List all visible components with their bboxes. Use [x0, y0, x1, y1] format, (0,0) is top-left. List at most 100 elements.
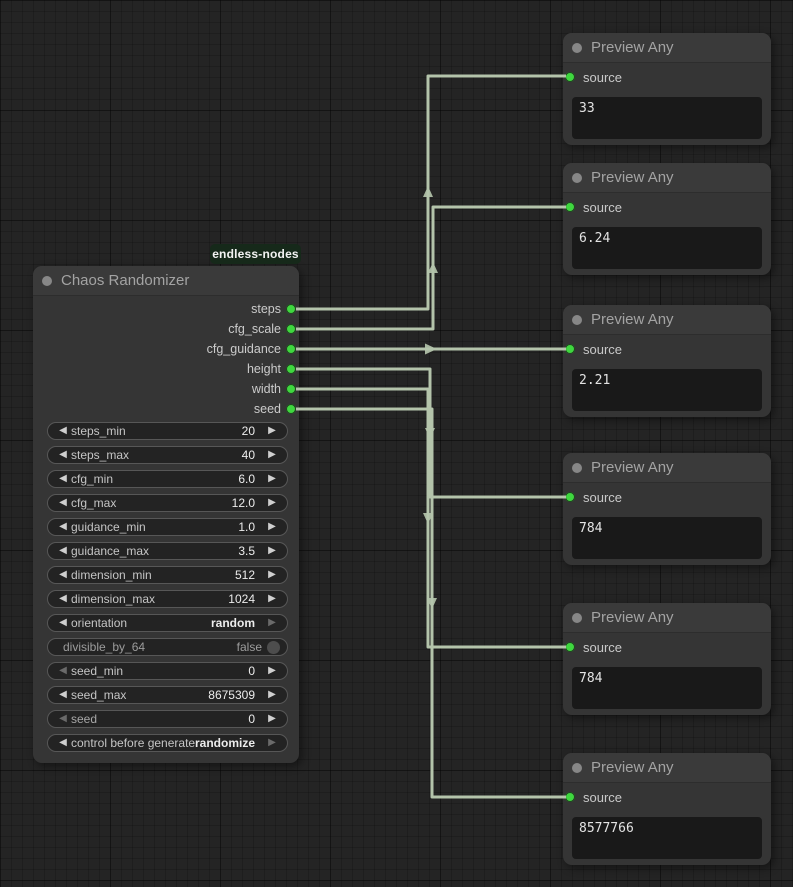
node-title-bar[interactable]: Preview Any [563, 163, 771, 193]
widget-control-before-generate[interactable]: ◀ control before generate randomize ▶ [47, 734, 288, 752]
widget-orientation[interactable]: ◀ orientation random ▶ [47, 614, 288, 632]
increment-arrow-icon[interactable]: ▶ [268, 545, 276, 556]
next-option-arrow-icon[interactable]: ▶ [268, 737, 276, 748]
preview-value-box[interactable]: 784 [572, 517, 762, 559]
increment-arrow-icon[interactable]: ▶ [268, 449, 276, 460]
increment-arrow-icon[interactable]: ▶ [268, 713, 276, 724]
input-port-icon[interactable] [565, 492, 575, 502]
decrement-arrow-icon[interactable]: ◀ [59, 545, 67, 556]
collapse-dot-icon[interactable] [572, 314, 582, 325]
collapse-dot-icon[interactable] [572, 462, 582, 473]
input-port-icon[interactable] [565, 642, 575, 652]
widget-seed-max[interactable]: ◀ seed_max 8675309 ▶ [47, 686, 288, 704]
increment-arrow-icon[interactable]: ▶ [268, 593, 276, 604]
node-title: Preview Any [591, 759, 674, 776]
increment-arrow-icon[interactable]: ▶ [268, 473, 276, 484]
node-title-bar[interactable]: Preview Any [563, 753, 771, 783]
output-port-icon[interactable] [286, 344, 296, 354]
input-port-icon[interactable] [565, 202, 575, 212]
widget-label: control before generate [71, 736, 195, 750]
node-title-bar[interactable]: Chaos Randomizer [33, 266, 299, 296]
node-title-bar[interactable]: Preview Any [563, 305, 771, 335]
widget-label: seed_max [71, 688, 127, 702]
input-label: source [583, 489, 623, 505]
decrement-arrow-icon[interactable]: ◀ [59, 521, 67, 532]
widget-seed[interactable]: ◀ seed 0 ▶ [47, 710, 288, 728]
toggle-knob-icon[interactable] [267, 640, 280, 654]
widget-steps-min[interactable]: ◀ steps_min 20 ▶ [47, 422, 288, 440]
input-slot-source: source [563, 789, 771, 805]
decrement-arrow-icon[interactable]: ◀ [59, 665, 67, 676]
input-slot-source: source [563, 199, 771, 215]
node-title-bar[interactable]: Preview Any [563, 33, 771, 63]
collapse-dot-icon[interactable] [572, 172, 582, 183]
widget-guidance-min[interactable]: ◀ guidance_min 1.0 ▶ [47, 518, 288, 536]
increment-arrow-icon[interactable]: ▶ [268, 521, 276, 532]
widget-label: cfg_min [71, 472, 114, 486]
output-slot-steps: steps [33, 299, 299, 319]
decrement-arrow-icon[interactable]: ◀ [59, 473, 67, 484]
widget-dimension-min[interactable]: ◀ dimension_min 512 ▶ [47, 566, 288, 584]
widget-cfg-max[interactable]: ◀ cfg_max 12.0 ▶ [47, 494, 288, 512]
decrement-arrow-icon[interactable]: ◀ [59, 713, 67, 724]
output-port-icon[interactable] [286, 304, 296, 314]
increment-arrow-icon[interactable]: ▶ [268, 425, 276, 436]
input-port-icon[interactable] [565, 344, 575, 354]
decrement-arrow-icon[interactable]: ◀ [59, 497, 67, 508]
output-port-icon[interactable] [286, 364, 296, 374]
preview-value-box[interactable]: 6.24 [572, 227, 762, 269]
output-port-icon[interactable] [286, 384, 296, 394]
widget-label: guidance_min [71, 520, 146, 534]
collapse-dot-icon[interactable] [572, 762, 582, 773]
chaos-randomizer-node[interactable]: Chaos Randomizer steps cfg_scale cfg_gui… [33, 266, 299, 763]
widget-divisible-by-64[interactable]: divisible_by_64 false [47, 638, 288, 656]
output-label: width [251, 382, 281, 396]
decrement-arrow-icon[interactable]: ◀ [59, 449, 67, 460]
input-port-icon[interactable] [565, 72, 575, 82]
node-title: Chaos Randomizer [61, 272, 190, 289]
decrement-arrow-icon[interactable]: ◀ [59, 425, 67, 436]
decrement-arrow-icon[interactable]: ◀ [59, 689, 67, 700]
preview-any-node-3[interactable]: Preview Any source 2.21 [563, 305, 771, 417]
increment-arrow-icon[interactable]: ▶ [268, 497, 276, 508]
decrement-arrow-icon[interactable]: ◀ [59, 569, 67, 580]
node-title-bar[interactable]: Preview Any [563, 453, 771, 483]
node-title: Preview Any [591, 609, 674, 626]
preview-value-box[interactable]: 784 [572, 667, 762, 709]
preview-any-node-4[interactable]: Preview Any source 784 [563, 453, 771, 565]
increment-arrow-icon[interactable]: ▶ [268, 569, 276, 580]
widget-dimension-max[interactable]: ◀ dimension_max 1024 ▶ [47, 590, 288, 608]
prev-option-arrow-icon[interactable]: ◀ [59, 737, 67, 748]
input-port-icon[interactable] [565, 792, 575, 802]
wire-seed-to-preview-6 [296, 407, 566, 799]
decrement-arrow-icon[interactable]: ◀ [59, 593, 67, 604]
increment-arrow-icon[interactable]: ▶ [268, 689, 276, 700]
output-slot-cfg-guidance: cfg_guidance [33, 339, 299, 359]
widget-steps-max[interactable]: ◀ steps_max 40 ▶ [47, 446, 288, 464]
widget-seed-min[interactable]: ◀ seed_min 0 ▶ [47, 662, 288, 680]
collapse-dot-icon[interactable] [572, 612, 582, 623]
input-label: source [583, 199, 623, 215]
widget-cfg-min[interactable]: ◀ cfg_min 6.0 ▶ [47, 470, 288, 488]
output-port-icon[interactable] [286, 324, 296, 334]
preview-any-node-5[interactable]: Preview Any source 784 [563, 603, 771, 715]
preview-any-node-1[interactable]: Preview Any source 33 [563, 33, 771, 145]
preview-any-node-6[interactable]: Preview Any source 8577766 [563, 753, 771, 865]
next-option-arrow-icon[interactable]: ▶ [268, 617, 276, 628]
increment-arrow-icon[interactable]: ▶ [268, 665, 276, 676]
preview-value-box[interactable]: 33 [572, 97, 762, 139]
output-port-icon[interactable] [286, 404, 296, 414]
widget-label: seed [71, 712, 98, 726]
preview-value-box[interactable]: 8577766 [572, 817, 762, 859]
preview-value-box[interactable]: 2.21 [572, 369, 762, 411]
collapse-dot-icon[interactable] [42, 275, 52, 286]
node-title: Preview Any [591, 311, 674, 328]
prev-option-arrow-icon[interactable]: ◀ [59, 617, 67, 628]
preview-any-node-2[interactable]: Preview Any source 6.24 [563, 163, 771, 275]
node-title-bar[interactable]: Preview Any [563, 603, 771, 633]
widget-guidance-max[interactable]: ◀ guidance_max 3.5 ▶ [47, 542, 288, 560]
collapse-dot-icon[interactable] [572, 42, 582, 53]
wire-arrow-down-icon [423, 513, 433, 524]
node-title: Preview Any [591, 459, 674, 476]
